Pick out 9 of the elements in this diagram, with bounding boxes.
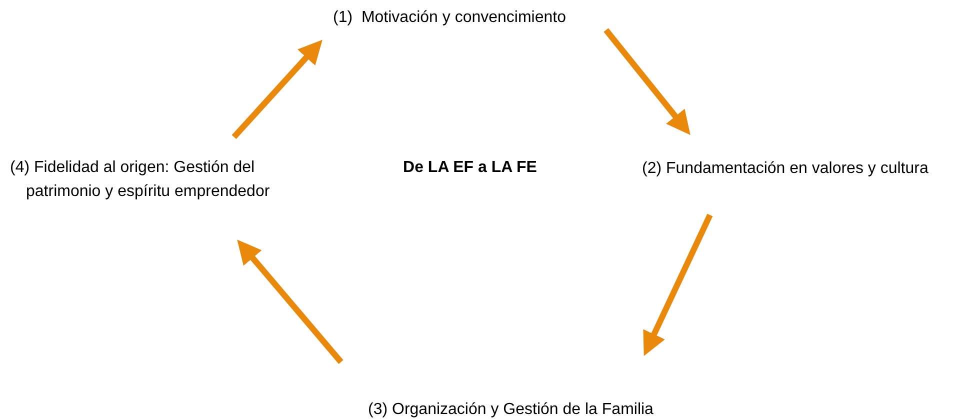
step-label: (2) Fundamentación en valores y cultura xyxy=(642,157,976,181)
step-label: (4) Fidelidad al origen: Gestión del patrimonio y espíritu emprendedor xyxy=(10,156,272,204)
arrow xyxy=(232,40,322,140)
step-label: (1) Motivación y convencimiento xyxy=(333,6,623,30)
arrow xyxy=(604,28,690,135)
diagram-title: De LA EF a LA FE xyxy=(402,158,538,178)
arrow xyxy=(643,214,713,356)
step-label: (3) Organización y Gestión de la Familia xyxy=(368,398,668,419)
arrow xyxy=(237,240,344,364)
